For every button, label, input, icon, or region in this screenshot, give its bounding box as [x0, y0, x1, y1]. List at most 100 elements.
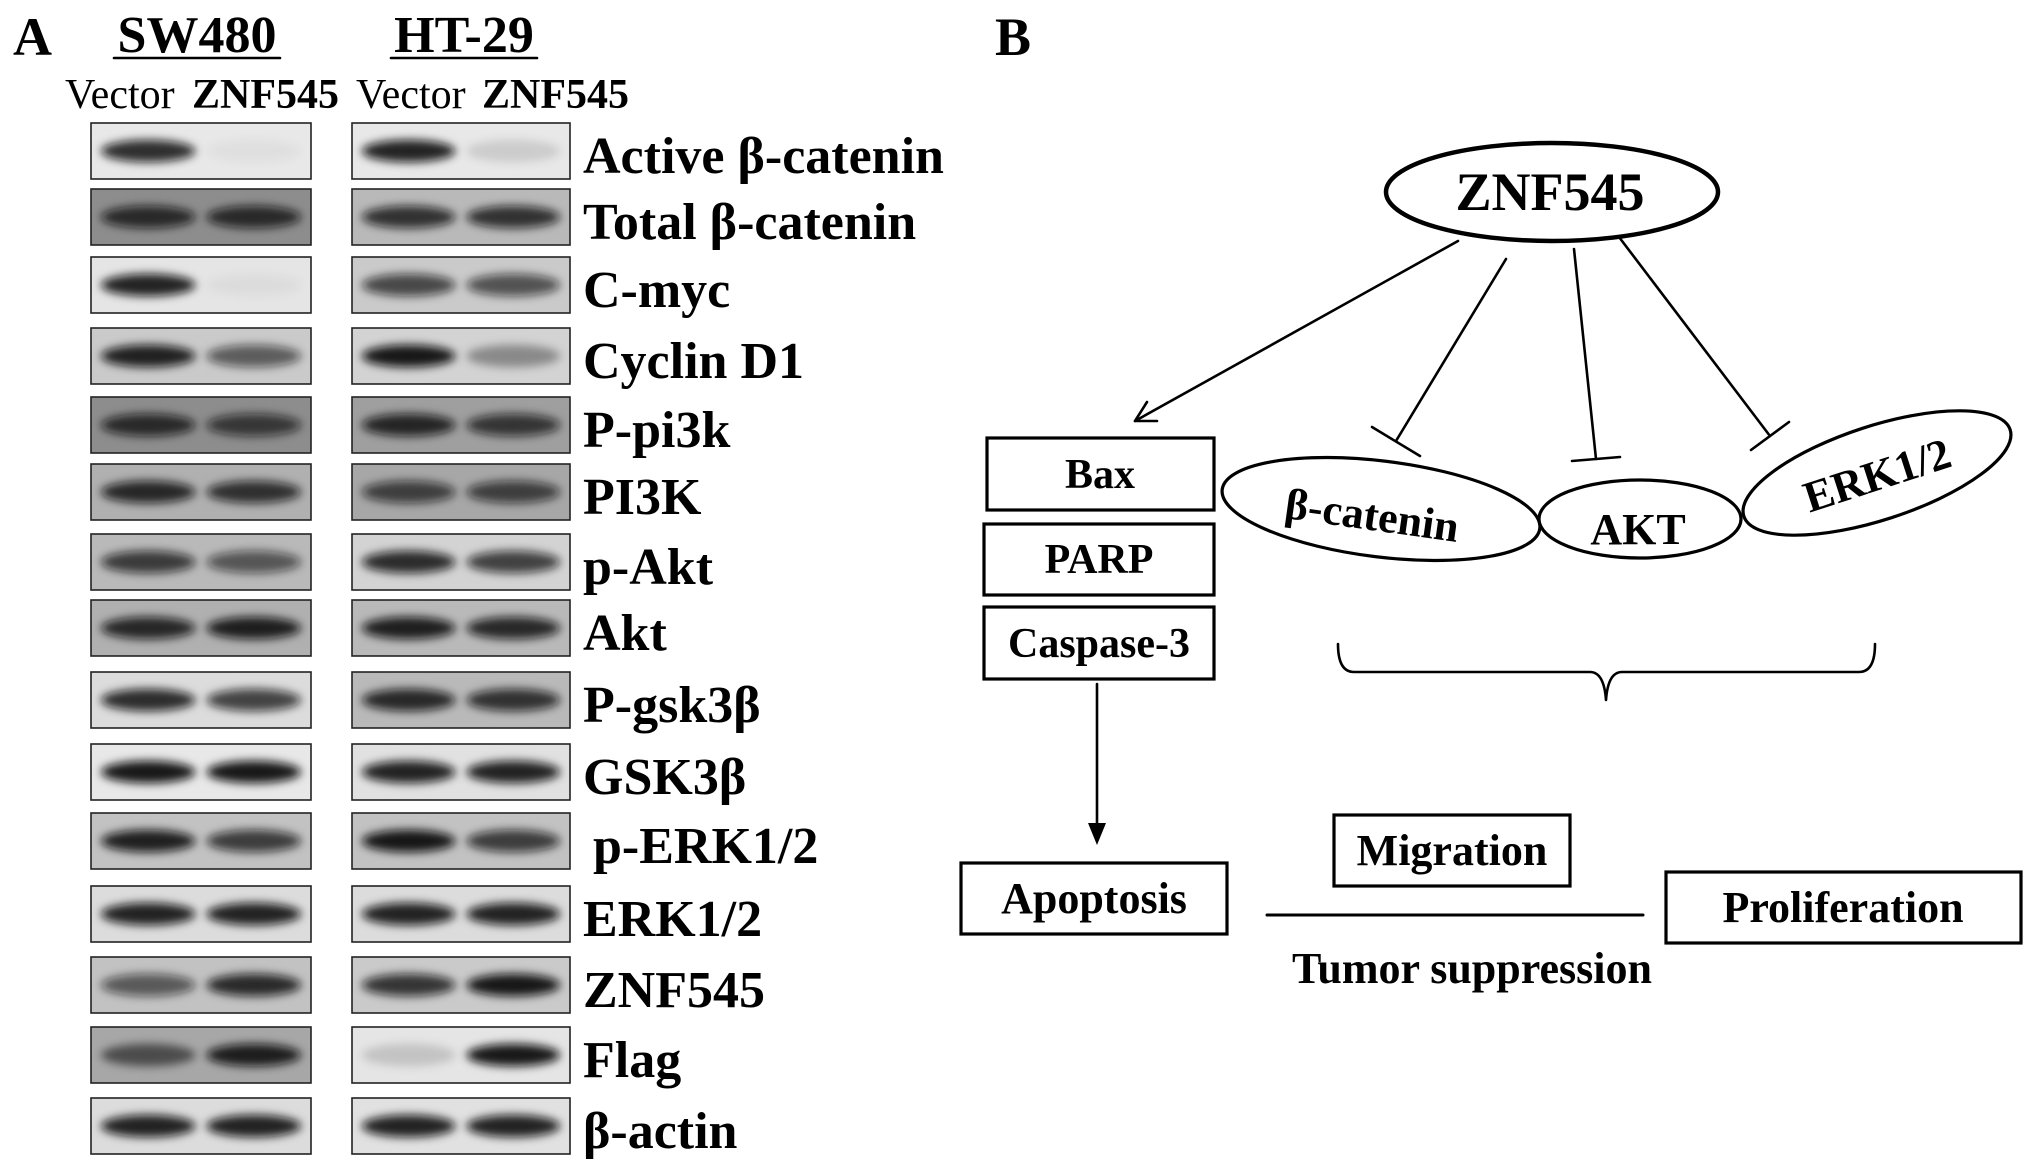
blot-strip-border: [90, 396, 312, 454]
blot-strip-ht29: [352, 1098, 570, 1154]
blot-strip-sw480: [91, 397, 311, 453]
inhibit-bar-erk: [1749, 420, 1791, 452]
blot-strip-ht29: [352, 600, 570, 656]
band-vector: [361, 829, 456, 853]
protein-label: ZNF545: [583, 962, 765, 1019]
band-vector: [100, 829, 196, 853]
band-vector: [100, 139, 196, 163]
panel-a-label: A: [13, 7, 52, 67]
band-znf545: [206, 973, 302, 997]
blot-strip-sw480: [91, 886, 311, 942]
inhibit-line-erk: [1617, 235, 1772, 438]
blot-strip-ht29: [352, 744, 570, 800]
blot-strip-border: [90, 671, 312, 729]
blot-strip-border: [90, 256, 312, 314]
lane-label-ht29-znf545: ZNF545: [482, 72, 629, 118]
band-znf545: [206, 344, 302, 368]
blot-strip-ht29: [352, 813, 570, 869]
band-znf545: [206, 139, 302, 163]
band-vector: [100, 344, 196, 368]
blot-strip-border: [351, 743, 571, 801]
protein-label: P-gsk3β: [583, 677, 761, 734]
band-vector: [100, 902, 196, 926]
band-vector: [361, 550, 456, 574]
node-beta-catenin: [1220, 455, 1542, 563]
arrow-head-bax: [1133, 400, 1159, 423]
band-vector: [361, 1114, 456, 1138]
band-vector: [361, 688, 456, 712]
blot-strip-sw480: [91, 257, 311, 313]
blot-strip-sw480: [91, 600, 311, 656]
blot-strip-ht29: [352, 464, 570, 520]
protein-label: GSK3β: [583, 749, 746, 806]
blot-strip-border: [351, 327, 571, 385]
band-znf545: [466, 413, 561, 437]
blot-strip-sw480: [91, 328, 311, 384]
blot-strip-border: [351, 956, 571, 1014]
band-vector: [100, 760, 196, 784]
blot-row: P-gsk3β: [90, 671, 761, 734]
blot-row: ZNF545: [90, 956, 765, 1019]
band-vector: [361, 413, 456, 437]
box-caspase-3: [982, 605, 1216, 681]
blot-row: C-myc: [90, 256, 730, 319]
protein-label: C-myc: [583, 262, 730, 319]
band-znf545: [206, 1114, 302, 1138]
box-parp: [982, 522, 1216, 597]
blot-strip-ht29: [352, 957, 570, 1013]
band-znf545: [206, 550, 302, 574]
lane-label-ht29-vector: Vector: [356, 72, 466, 118]
blot-row: ERK1/2: [90, 885, 762, 948]
band-vector: [361, 273, 456, 297]
band-vector: [100, 205, 196, 229]
protein-label: PI3K: [583, 469, 702, 526]
regulator-node: [1383, 140, 1721, 244]
box-migration: [1332, 813, 1572, 888]
band-vector: [100, 413, 196, 437]
blot-row: Akt: [90, 599, 667, 662]
blot-strip-ht29: [352, 257, 570, 313]
band-znf545: [206, 273, 302, 297]
box-apoptosis: [959, 861, 1229, 936]
blot-strip-border: [351, 885, 571, 943]
blot-strip-border: [351, 533, 571, 591]
blot-strip-sw480: [91, 813, 311, 869]
band-znf545: [466, 688, 561, 712]
blot-strip-sw480: [91, 464, 311, 520]
blot-strip-sw480: [91, 1027, 311, 1083]
cell-line-sw480: SW480: [118, 7, 277, 64]
arrow-head-apoptosis: [1088, 823, 1106, 845]
blot-row: Flag: [90, 1026, 681, 1089]
node-akt-label: AKT: [1590, 505, 1685, 554]
band-vector: [361, 344, 456, 368]
blot-row: β-actin: [90, 1097, 738, 1160]
cell-line-ht29: HT-29: [394, 7, 534, 64]
panel-b-label: B: [995, 7, 1031, 67]
protein-label: Flag: [583, 1032, 681, 1089]
blot-strip-border: [351, 599, 571, 657]
blot-strip-border: [351, 122, 571, 180]
band-vector: [361, 1043, 456, 1067]
protein-label: p-Akt: [583, 539, 714, 596]
blot-strip-ht29: [352, 397, 570, 453]
blot-strip-sw480: [91, 1098, 311, 1154]
band-vector: [100, 480, 196, 504]
band-znf545: [466, 760, 561, 784]
summary-label: Tumor suppression: [1292, 944, 1652, 993]
blot-strip-ht29: [352, 672, 570, 728]
band-vector: [361, 973, 456, 997]
blot-row: p-Akt: [90, 533, 714, 596]
band-znf545: [206, 902, 302, 926]
band-vector: [361, 139, 456, 163]
band-znf545: [466, 480, 561, 504]
band-vector: [361, 902, 456, 926]
band-znf545: [206, 688, 302, 712]
blot-strip-border: [351, 463, 571, 521]
box-proliferation-label: Proliferation: [1722, 883, 1963, 932]
blot-strip-border: [90, 463, 312, 521]
band-znf545: [206, 616, 302, 640]
regulator-node-label: ZNF545: [1456, 162, 1645, 222]
panel-b: B ZNF545 Bax PARP Caspase-3 β-catenin AK…: [959, 7, 2023, 993]
band-znf545: [466, 550, 561, 574]
blot-strip-border: [351, 396, 571, 454]
